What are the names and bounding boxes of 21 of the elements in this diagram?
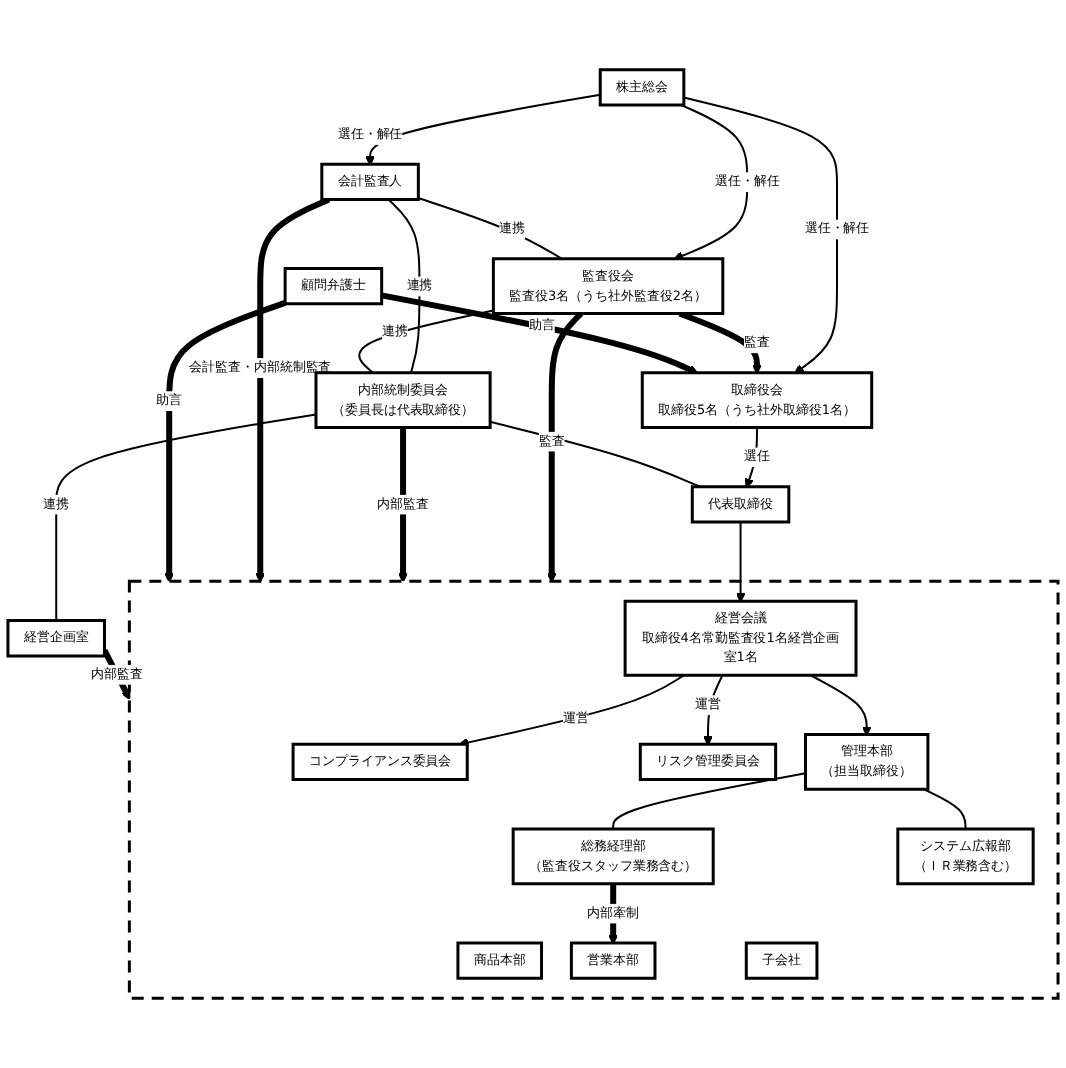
connector xyxy=(922,788,967,831)
arrow xyxy=(459,674,685,747)
arrow xyxy=(547,311,584,582)
arrow xyxy=(678,310,762,374)
arrow xyxy=(745,426,758,488)
connector xyxy=(612,772,807,831)
cluster xyxy=(127,579,1060,1000)
arrow xyxy=(255,196,331,582)
arrow xyxy=(365,93,602,165)
arrow xyxy=(674,104,749,260)
connector xyxy=(387,198,421,374)
arrow xyxy=(381,292,698,374)
arrow xyxy=(809,674,872,735)
connector xyxy=(417,197,563,260)
connector xyxy=(358,309,495,374)
arrow xyxy=(736,521,745,602)
arrow xyxy=(682,96,838,374)
arrow xyxy=(164,300,287,582)
connector xyxy=(55,413,317,622)
connector xyxy=(489,420,701,488)
arrow xyxy=(398,427,408,582)
